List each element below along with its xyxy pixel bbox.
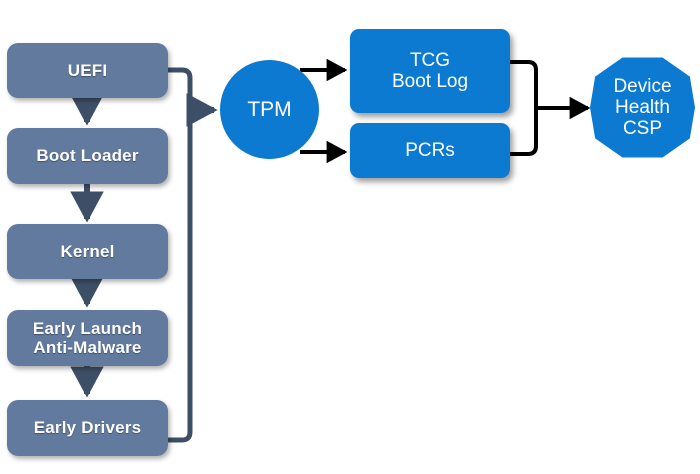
node-elam[interactable]: Early Launch Anti-Malware <box>7 310 168 366</box>
node-early-drivers-label: Early Drivers <box>33 418 142 438</box>
node-elam-label: Early Launch Anti-Malware <box>32 318 143 357</box>
node-tcg-boot-log[interactable]: TCG Boot Log <box>350 29 510 113</box>
node-tcg-boot-log-label: TCG Boot Log <box>391 49 469 92</box>
node-boot-loader-label: Boot Loader <box>36 146 139 166</box>
node-uefi-label: UEFI <box>67 60 108 80</box>
node-kernel[interactable]: Kernel <box>7 224 168 279</box>
connector-artifacts-to-csp <box>508 60 538 156</box>
node-kernel-label: Kernel <box>60 241 115 261</box>
node-device-health-csp-label: Device Health CSP <box>613 75 672 140</box>
node-uefi[interactable]: UEFI <box>7 43 168 98</box>
node-boot-loader[interactable]: Boot Loader <box>7 128 168 184</box>
node-pcrs[interactable]: PCRs <box>350 123 510 178</box>
node-early-drivers[interactable]: Early Drivers <box>7 400 168 456</box>
node-pcrs-label: PCRs <box>405 139 455 161</box>
node-device-health-csp[interactable]: Device Health CSP <box>590 57 695 158</box>
connector-bootchain-to-tpm <box>165 67 193 443</box>
node-tpm-label: TPM <box>247 97 292 121</box>
node-tpm[interactable]: TPM <box>220 60 319 159</box>
